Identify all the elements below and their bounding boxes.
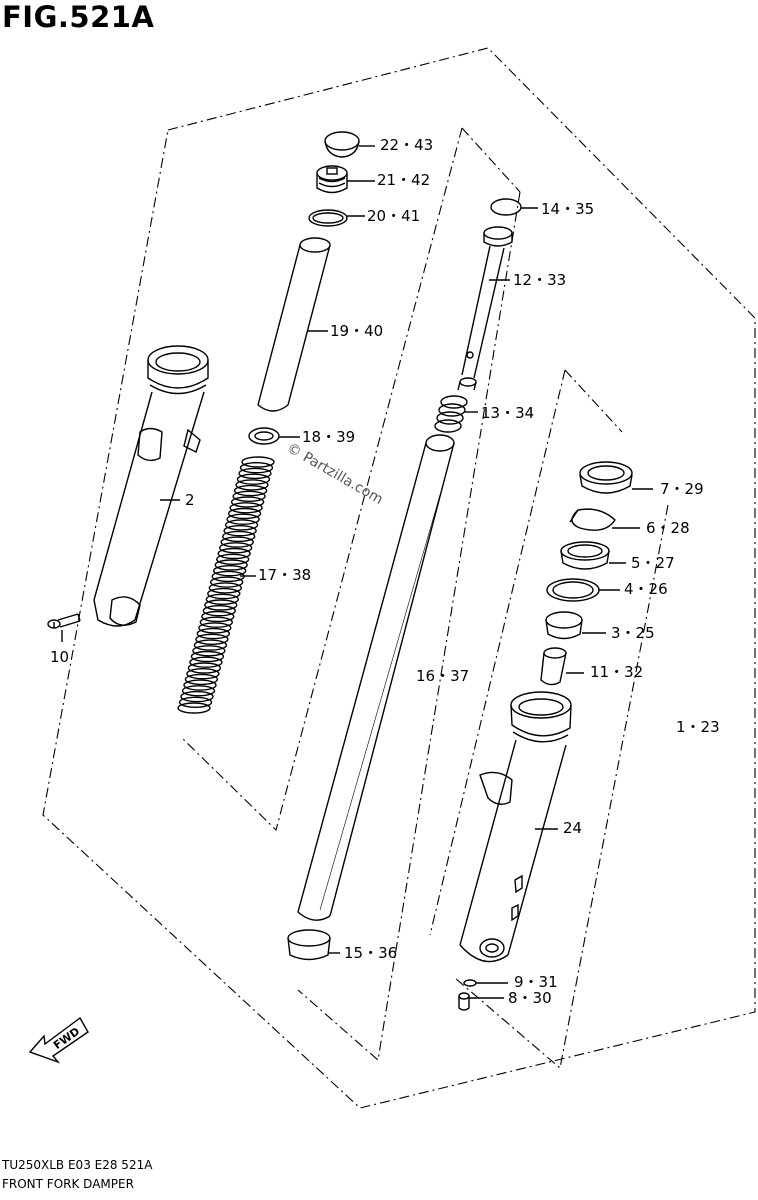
callout-2: 2 — [185, 491, 195, 509]
group-outline-right-assembly — [429, 369, 669, 1070]
fork-spring-part — [177, 456, 275, 714]
oil-seal-part — [560, 541, 626, 570]
rebound-spring-part — [434, 395, 478, 433]
callout-6-28: 6・28 — [646, 519, 690, 537]
group-outline-left-spring — [181, 127, 521, 832]
snap-ring-part — [569, 508, 640, 531]
callout-24: 24 — [563, 819, 583, 837]
spacer-tube-part — [257, 237, 331, 412]
o-ring-part — [308, 209, 365, 227]
slide-bushing-part — [287, 929, 340, 961]
callout-11-32: 11・32 — [590, 663, 644, 681]
callout-5-27: 5・27 — [631, 554, 675, 572]
callout-16-37: 16・37 — [416, 667, 470, 685]
fork-cap-bolt-part — [316, 165, 375, 194]
oil-seal-washer-part — [546, 578, 620, 602]
spring-seat-washer-part — [248, 427, 300, 445]
cap-bolt-cover-part — [324, 131, 375, 158]
callout-20-41: 20・41 — [367, 207, 421, 225]
callout-21-42: 21・42 — [377, 171, 431, 189]
footer-caption: FRONT FORK DAMPER — [2, 1177, 134, 1191]
callout-13-34: 13・34 — [481, 404, 535, 422]
damper-rod-part — [457, 226, 513, 391]
callout-15-36: 15・36 — [344, 944, 398, 962]
forward-direction-arrow: FWD — [28, 1016, 89, 1064]
callout-8-30: 8・30 — [508, 989, 552, 1007]
callout-10: 10 — [50, 648, 70, 666]
callout-7-29: 7・29 — [660, 480, 704, 498]
inner-tube-part — [297, 434, 455, 921]
callout-19-40: 19・40 — [330, 322, 384, 340]
callout-12-33: 12・33 — [513, 271, 567, 289]
bolt-part — [47, 613, 81, 642]
callout-17-38: 17・38 — [258, 566, 312, 584]
callout-14-35: 14・35 — [541, 200, 595, 218]
page-title: FIG.521A — [2, 0, 155, 34]
callout-18-39: 18・39 — [302, 428, 356, 446]
callout-3-25: 3・25 — [611, 624, 655, 642]
guide-bushing-part — [545, 611, 606, 640]
outer-tube-right-part — [459, 691, 572, 963]
piston-ring-part — [490, 198, 538, 216]
footer-model-code: TU250XLB E03 E28 521A — [2, 1158, 153, 1172]
oil-lock-piece-part — [540, 647, 584, 686]
drain-bolt-part — [458, 992, 504, 1011]
group-outline-outer — [42, 47, 756, 1109]
outer-tube-left-part — [93, 345, 209, 627]
callout-22-43: 22・43 — [380, 136, 434, 154]
dust-seal-part — [579, 461, 653, 494]
callout-1-23: 1・23 — [676, 718, 720, 736]
callout-4-26: 4・26 — [624, 580, 668, 598]
gasket-part — [463, 979, 508, 987]
callout-9-31: 9・31 — [514, 973, 558, 991]
